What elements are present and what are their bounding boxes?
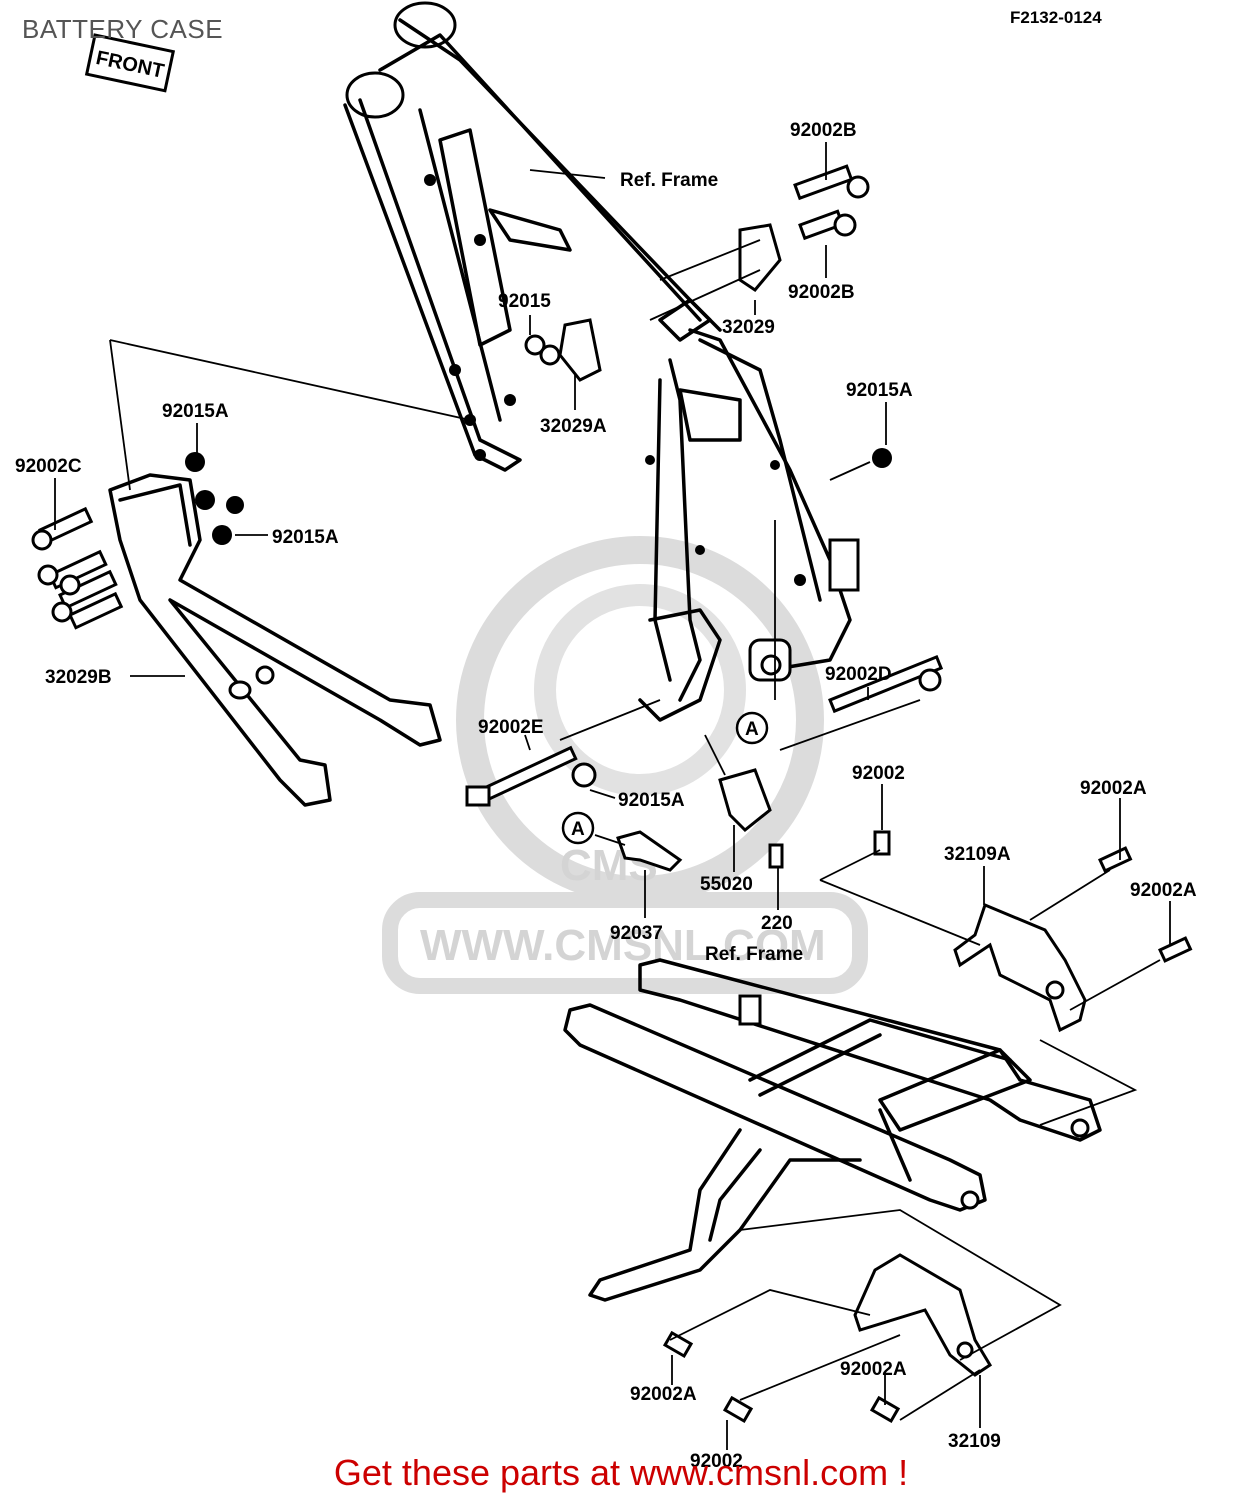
ref-frame-lower-label: Ref. Frame (705, 944, 803, 965)
bracket-32109a (819, 830, 1193, 1126)
part-labels: 92002B 92002B 32029 92015 32029A 92015A … (15, 120, 1197, 1472)
page-title: BATTERY CASE (22, 14, 224, 44)
part-32029b: 32029B (45, 667, 112, 688)
part-92002-bottom: 92002 (690, 1451, 743, 1472)
nut-92015a-right (872, 448, 892, 468)
part-92002a-top: 92002A (1080, 778, 1147, 799)
leader-lines (54, 142, 1171, 1450)
part-92037: 92037 (610, 923, 663, 944)
swing-arm (563, 958, 1102, 1302)
part-92002a-bottom-right: 92002A (840, 1359, 907, 1380)
part-32029: 32029 (722, 317, 775, 338)
part-92015a-left-top: 92015A (162, 401, 229, 422)
part-92002a-bottom-left: 92002A (630, 1384, 697, 1405)
part-92002c: 92002C (15, 456, 82, 477)
marker-a-upper: A (745, 719, 759, 740)
bracket-32109 (662, 1209, 1062, 1424)
bolt-92002d (774, 520, 944, 751)
diagram-code: F2132-0124 (1010, 8, 1102, 27)
part-32109: 32109 (948, 1431, 1001, 1452)
subframe-32029b (31, 339, 471, 807)
part-92002a-right: 92002A (1130, 880, 1197, 901)
ref-frame-upper-label: Ref. Frame (620, 170, 718, 191)
part-92002d: 92002D (825, 664, 892, 685)
bracket-32029 (649, 164, 870, 321)
part-92015a-left-mid: 92015A (272, 527, 339, 548)
main-frame (343, 1, 860, 722)
part-92015a-center: 92015A (618, 790, 685, 811)
reference-marker-a: A A (561, 711, 769, 846)
part-220: 220 (761, 913, 793, 934)
part-92002e: 92002E (478, 717, 544, 738)
bracket-32029a (524, 318, 602, 382)
part-92002b-top: 92002B (790, 120, 857, 141)
part-32109a: 32109A (944, 844, 1011, 865)
part-92002b-bottom: 92002B (788, 282, 855, 303)
part-55020: 55020 (700, 874, 753, 895)
clamp-55020 (616, 734, 784, 872)
part-92015: 92015 (498, 291, 551, 312)
part-92015a-right: 92015A (846, 380, 913, 401)
front-tag: FRONT (84, 33, 176, 93)
watermark-text: WWW.CMSNL.COM (420, 921, 826, 970)
watermark: CMS WWW.CMSNL.COM (382, 536, 868, 994)
part-32029a: 32029A (540, 416, 607, 437)
footer-link[interactable]: Get these parts at www.cmsnl.com ! (333, 1452, 909, 1493)
part-92002-a: 92002 (852, 763, 905, 784)
marker-a-lower: A (571, 819, 585, 840)
bolt-92002e (465, 699, 661, 807)
